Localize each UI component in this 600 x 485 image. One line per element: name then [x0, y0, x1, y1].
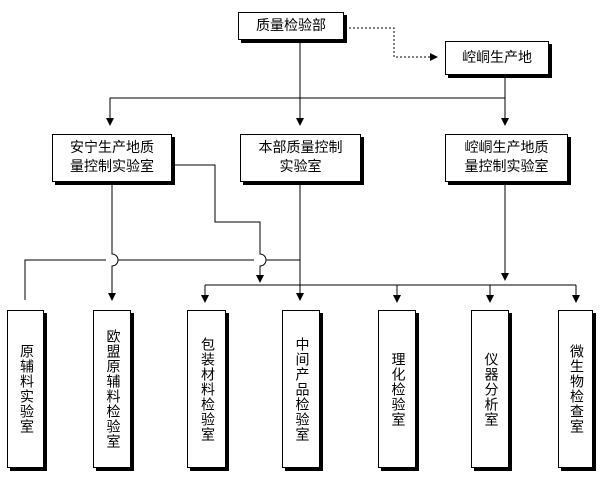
site-kongtong-label: 崆峒生产地 — [462, 49, 532, 66]
room-label: 包装材料检验室 — [199, 336, 215, 442]
connector-left-lab — [108, 182, 119, 301]
room-physicochemical: 理化检验室 — [378, 310, 416, 468]
room-instrument-analysis: 仪器分析室 — [471, 310, 509, 468]
connector-side-bus — [106, 75, 506, 126]
lab-main-box: 本部质量控制 实验室 — [240, 134, 361, 182]
room-label: 微生物检查室 — [568, 344, 584, 434]
room-eu-raw-materials: 欧盟原辅料检验室 — [93, 310, 131, 468]
room-label: 仪器分析室 — [482, 351, 499, 427]
room-packaging-materials: 包装材料检验室 — [187, 310, 226, 468]
dotted-link — [345, 27, 438, 61]
room-label: 欧盟原辅料检验室 — [104, 329, 121, 449]
lab-main-label: 本部质量控制 实验室 — [258, 140, 343, 175]
lab-anning-label: 安宁生产地质 量控制实验室 — [70, 140, 154, 175]
qa-department-box: 质量检验部 — [238, 12, 344, 40]
connector-upper-bus — [24, 259, 300, 300]
room-intermediate-products: 中间产品检验室 — [282, 310, 320, 468]
room-raw-materials: 原辅料实验室 — [7, 310, 44, 468]
room-label: 中间产品检验室 — [293, 336, 310, 442]
lab-kongtong-label: 崆峒生产地质 量控制实验室 — [464, 140, 549, 175]
qa-department-label: 质量检验部 — [256, 17, 326, 34]
connector-left-route — [172, 164, 267, 283]
lab-kongtong-box: 崆峒生产地质 量控制实验室 — [445, 134, 568, 182]
room-label: 理化检验室 — [389, 351, 406, 427]
lab-anning-box: 安宁生产地质 量控制实验室 — [52, 134, 172, 182]
room-label: 原辅料实验室 — [18, 344, 34, 434]
site-kongtong-box: 崆峒生产地 — [445, 41, 549, 75]
room-microbiology: 微生物检查室 — [558, 310, 593, 468]
